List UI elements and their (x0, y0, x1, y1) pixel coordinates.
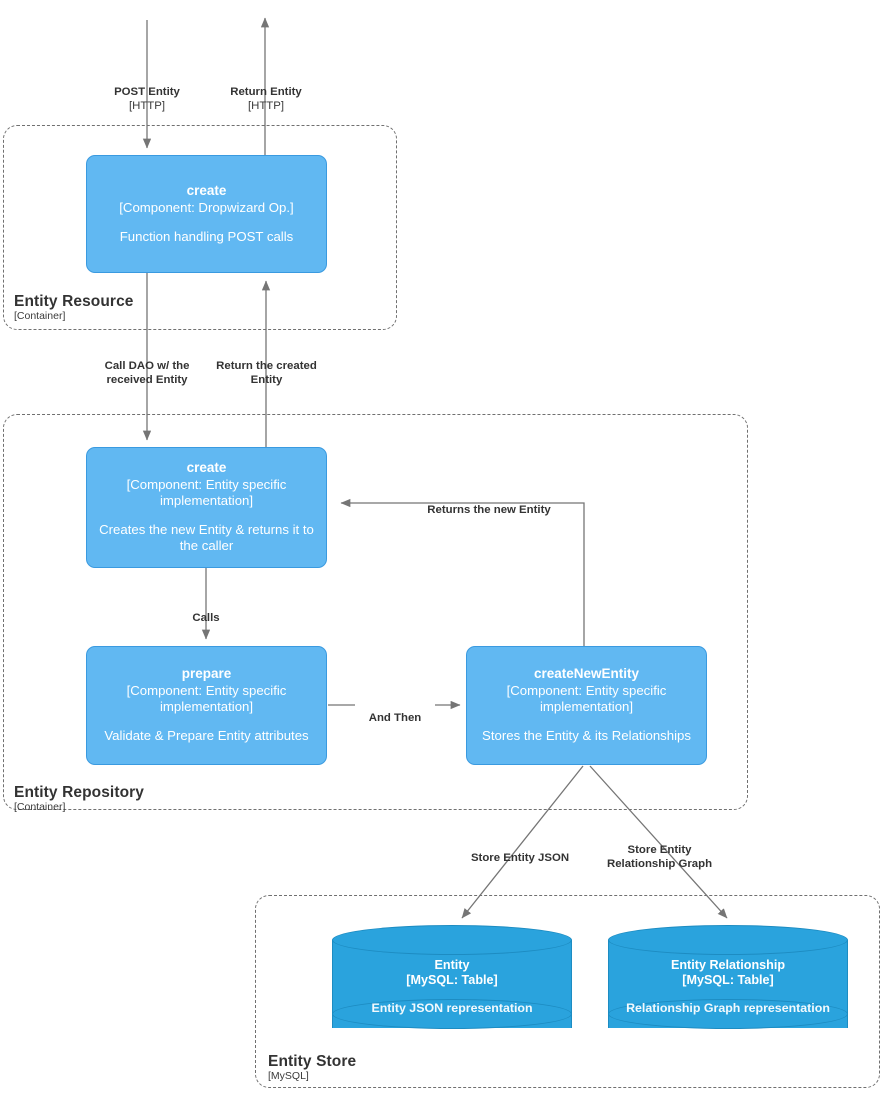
database-entity[interactable]: Entity [MySQL: Table] Entity JSON repres… (332, 925, 572, 1043)
component-resource-create-tech: [Component: Dropwizard Op.] (119, 199, 294, 215)
container-entity-repository-name: Entity Repository (14, 784, 145, 801)
database-entity-description: Entity JSON representation (371, 1000, 533, 1015)
edge-label-store-entity-json-text: Store Entity JSON (470, 851, 570, 864)
container-entity-store (255, 895, 880, 1088)
container-entity-resource (3, 125, 397, 330)
component-repo-create-title: create (186, 460, 227, 476)
edge-label-post-entity-tech: [HTTP] (128, 99, 166, 112)
container-entity-repository-tech: [Container] (14, 801, 66, 814)
component-repo-create-description: Creates the new Entity & returns it to t… (99, 521, 314, 554)
component-repo-prepare[interactable]: prepare [Component: Entity specific impl… (86, 646, 327, 765)
component-resource-create[interactable]: create [Component: Dropwizard Op.] Funct… (86, 155, 327, 273)
edge-label-and-then: And Then (355, 698, 435, 726)
container-entity-resource-name: Entity Resource (14, 293, 134, 310)
container-entity-resource-tech: [Container] (14, 310, 66, 323)
edge-label-return-entity-tech: [HTTP] (247, 99, 285, 112)
database-entity-top-ellipse (332, 925, 572, 955)
database-entity-label: Entity [MySQL: Table] Entity JSON repres… (332, 949, 572, 1025)
edge-label-returns-new-entity: Returns the new Entity (424, 490, 554, 518)
edge-label-call-dao-text: Call DAO w/ the received Entity (104, 359, 190, 386)
component-repo-prepare-title: prepare (181, 666, 232, 682)
edge-label-store-entity-json: Store Entity JSON (455, 838, 585, 866)
edge-label-post-entity: POST Entity [HTTP] (87, 72, 207, 128)
component-repo-create-new-entity[interactable]: createNewEntity [Component: Entity speci… (466, 646, 707, 765)
database-entity-title: Entity (434, 957, 470, 972)
database-entity-relationship-description: Relationship Graph representation (626, 1000, 830, 1015)
edge-label-calls: Calls (166, 598, 246, 626)
edge-label-return-entity: Return Entity [HTTP] (205, 72, 327, 128)
edge-label-calls-text: Calls (192, 611, 220, 624)
component-repo-create-new-entity-description: Stores the Entity & its Relationships (482, 728, 691, 744)
edge-label-store-entity-relationship-graph: Store Entity Relationship Graph (592, 830, 727, 872)
database-entity-relationship-tech: [MySQL: Table] (682, 973, 774, 988)
edge-label-return-created-entity-text: Return the created Entity (216, 359, 317, 386)
component-repo-create[interactable]: create [Component: Entity specific imple… (86, 447, 327, 568)
edge-label-post-entity-text: POST Entity (114, 85, 180, 98)
component-repo-prepare-description: Validate & Prepare Entity attributes (104, 728, 309, 744)
edge-label-return-created-entity: Return the created Entity (203, 346, 330, 388)
database-entity-relationship[interactable]: Entity Relationship [MySQL: Table] Relat… (608, 925, 848, 1043)
container-entity-repository-caption: Entity Repository [Container] (14, 784, 274, 814)
database-entity-relationship-top-ellipse (608, 925, 848, 955)
component-resource-create-title: create (186, 183, 227, 199)
database-entity-relationship-bottom-ellipse (608, 999, 848, 1029)
component-repo-create-new-entity-title: createNewEntity (533, 666, 640, 682)
container-entity-repository (3, 414, 748, 810)
database-entity-bottom-ellipse (332, 999, 572, 1029)
component-repo-prepare-tech: [Component: Entity specific implementati… (126, 682, 287, 715)
edge-label-return-entity-text: Return Entity (230, 85, 302, 98)
container-entity-resource-caption: Entity Resource [Container] (14, 293, 254, 323)
edge-label-returns-new-entity-text: Returns the new Entity (427, 503, 551, 516)
container-entity-store-name: Entity Store (268, 1053, 357, 1070)
component-resource-create-description: Function handling POST calls (119, 228, 294, 244)
component-repo-create-tech: [Component: Entity specific implementati… (126, 476, 287, 508)
component-repo-create-new-entity-tech: [Component: Entity specific implementati… (506, 682, 667, 715)
database-entity-relationship-label: Entity Relationship [MySQL: Table] Relat… (608, 947, 848, 1027)
database-entity-tech: [MySQL: Table] (406, 973, 498, 988)
container-entity-store-tech: [MySQL] (268, 1070, 309, 1083)
container-entity-store-caption: Entity Store [MySQL] (268, 1053, 508, 1083)
edge-label-and-then-text: And Then (368, 711, 422, 724)
edge-label-store-entity-relationship-graph-text: Store Entity Relationship Graph (606, 843, 713, 870)
database-entity-relationship-title: Entity Relationship (670, 957, 786, 972)
edge-label-call-dao: Call DAO w/ the received Entity (87, 346, 207, 388)
